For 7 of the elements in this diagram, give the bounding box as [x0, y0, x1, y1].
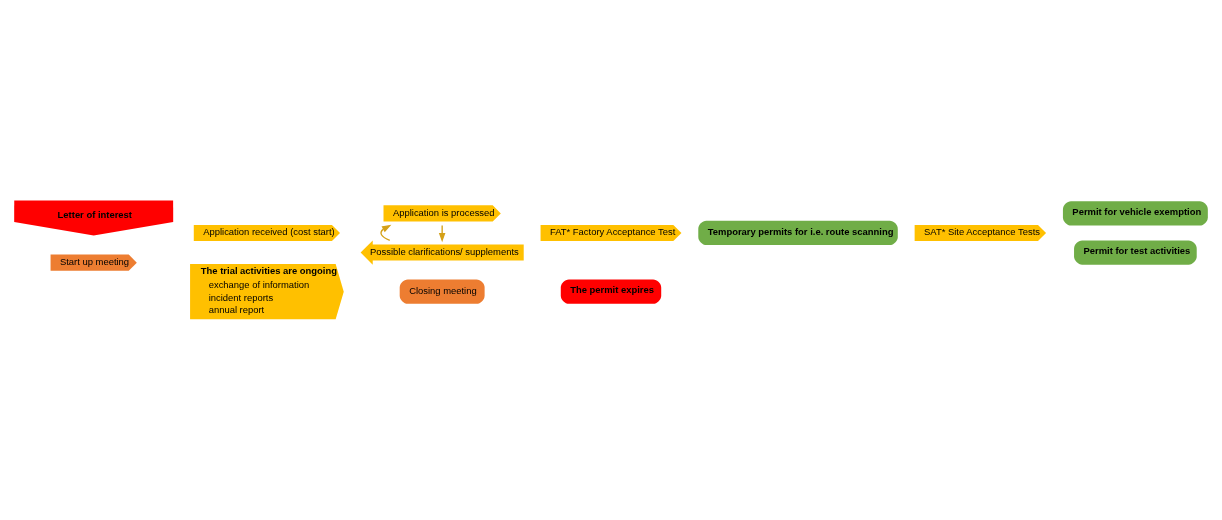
node-box: Closing meeting [399, 279, 485, 304]
node-box: The permit expires [560, 279, 662, 304]
node-box: Permit for test activities [1074, 240, 1197, 265]
arrow [380, 224, 392, 242]
node-box: Temporary permits for i.e. route scanning [698, 220, 898, 246]
node-box: Permit for vehicle exemption [1062, 201, 1208, 226]
arrow [438, 224, 446, 243]
